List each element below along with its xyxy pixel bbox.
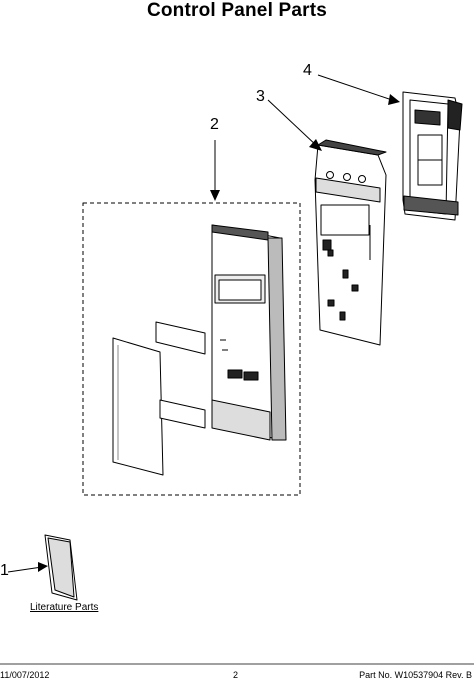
footer-page-number: 2 [233, 670, 239, 680]
arrow-part-1 [7, 566, 43, 573]
arrow-part-3 [267, 99, 319, 148]
part-2-boundary [82, 202, 301, 496]
callout-4: 4 [303, 62, 312, 79]
footer-part-number: Part No. W10537904 Rev. B [359, 670, 472, 680]
part-4-bracket [402, 91, 463, 221]
callout-2: 2 [210, 116, 219, 133]
callout-1: 1 [0, 562, 9, 579]
part-2-keypad-overlay [112, 337, 164, 476]
arrow-part-4 [317, 74, 393, 101]
footer-date: 11/007/2012 [0, 670, 50, 680]
literature-parts-label: Literature Parts [30, 602, 99, 613]
part-3-frame [314, 139, 387, 346]
page-title: Control Panel Parts [146, 0, 328, 21]
part-2-small-plate [159, 399, 206, 429]
part-2-window-insert [155, 321, 206, 355]
part-2-control-panel [211, 224, 287, 441]
callout-3: 3 [256, 88, 265, 105]
